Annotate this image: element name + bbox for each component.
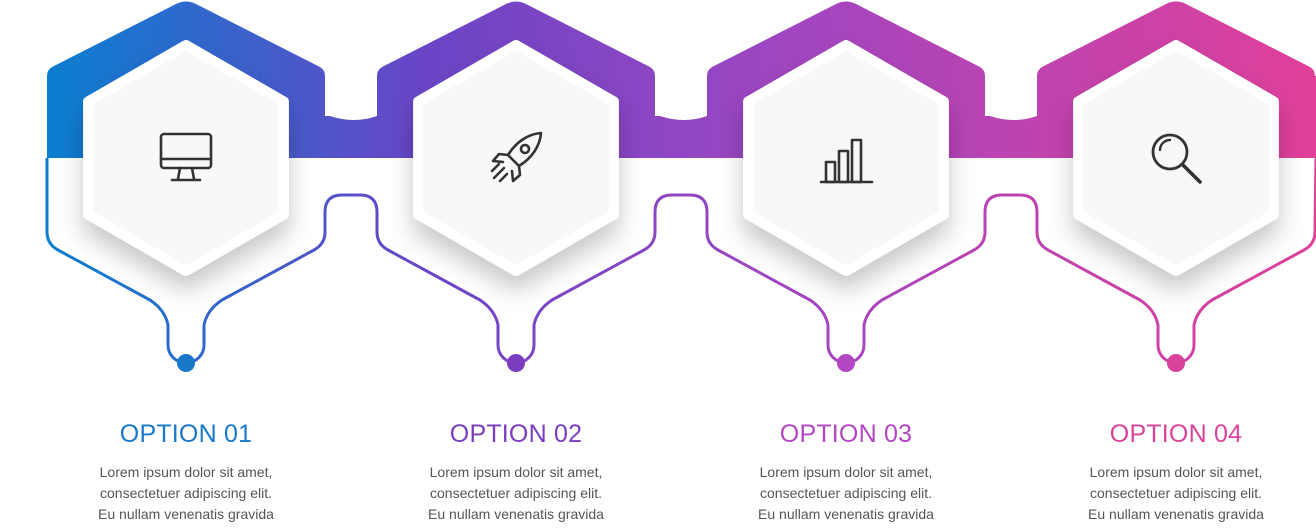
description-line: consectetuer adipiscing elit. — [1090, 485, 1262, 501]
description-line: Lorem ipsum dolor sit amet, — [759, 464, 933, 480]
description-line: Lorem ipsum dolor sit amet, — [99, 464, 273, 480]
option-title: OPTION 03 — [779, 420, 913, 448]
hexagon-card-2 — [413, 40, 619, 276]
description-line: Eu nullam venenatis gravida — [758, 506, 934, 522]
option-description: Lorem ipsum dolor sit amet, consectetuer… — [66, 462, 306, 525]
search-icon — [1146, 128, 1206, 188]
option-title: OPTION 04 — [1109, 420, 1243, 448]
description-line: Lorem ipsum dolor sit amet, — [1089, 464, 1263, 480]
pin-dot-1 — [177, 354, 195, 372]
bar-chart-icon — [816, 128, 876, 188]
option-title: OPTION 01 — [119, 420, 253, 448]
description-line: consectetuer adipiscing elit. — [100, 485, 272, 501]
pin-dot-3 — [837, 354, 855, 372]
option-description: Lorem ipsum dolor sit amet, consectetuer… — [396, 462, 636, 525]
option-description: Lorem ipsum dolor sit amet, consectetuer… — [726, 462, 966, 525]
option-description: Lorem ipsum dolor sit amet, consectetuer… — [1056, 462, 1296, 525]
rocket-icon — [486, 128, 546, 188]
description-line: Lorem ipsum dolor sit amet, — [429, 464, 603, 480]
hexagon-cards — [83, 40, 1279, 276]
description-line: consectetuer adipiscing elit. — [760, 485, 932, 501]
monitor-icon — [156, 128, 216, 188]
option-title: OPTION 02 — [449, 420, 583, 448]
pin-dot-2 — [507, 354, 525, 372]
hexagon-card-3 — [743, 40, 949, 276]
pin-dot-4 — [1167, 354, 1185, 372]
pin-dots — [177, 354, 1185, 372]
description-line: Eu nullam venenatis gravida — [428, 506, 604, 522]
description-line: Eu nullam venenatis gravida — [98, 506, 274, 522]
hexagon-card-4 — [1073, 40, 1279, 276]
connector-outline — [45, 157, 1316, 365]
gradient-band — [47, 1, 1316, 158]
description-line: Eu nullam venenatis gravida — [1088, 506, 1264, 522]
description-line: consectetuer adipiscing elit. — [430, 485, 602, 501]
